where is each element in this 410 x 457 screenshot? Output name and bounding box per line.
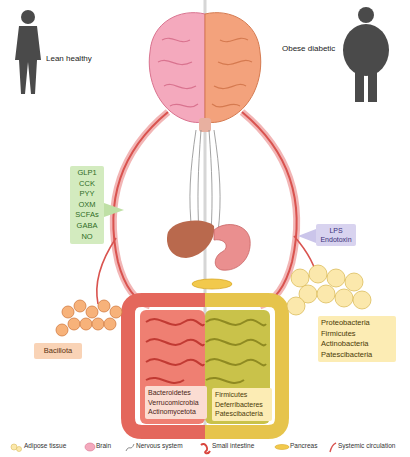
brain-right-hemisphere — [205, 13, 261, 123]
node-text: Bacteroidetes — [148, 388, 204, 398]
hormone-box: GLP1CCKPYYOXMSCFAsGABANO — [70, 166, 104, 244]
legend-icon — [11, 443, 336, 453]
obese-leg — [368, 68, 377, 102]
adipocyte — [327, 269, 345, 287]
adipocyte — [86, 306, 98, 318]
intestine-loops — [146, 319, 204, 383]
brain-stem — [199, 118, 211, 132]
large-intestine — [128, 300, 205, 432]
adipose-icon — [17, 447, 22, 452]
adipocyte — [92, 318, 104, 330]
node-text: NO — [73, 232, 101, 243]
signal-pointer — [104, 203, 124, 217]
node-text: Patescibacteria — [321, 350, 393, 361]
node-text: PYY — [73, 189, 101, 200]
brain-icon — [85, 443, 95, 451]
adipocyte — [287, 297, 305, 315]
toxin-box: LPSEndotoxin — [316, 224, 356, 246]
node-text: Bacillota — [37, 345, 79, 357]
adipocyte — [353, 291, 371, 309]
node-text: OXM — [73, 200, 101, 211]
legend-text: Small intestine — [212, 442, 254, 449]
bacteria-box: Bacillota — [34, 343, 82, 359]
adipocyte — [62, 306, 74, 318]
node-text: Proteobacteria — [321, 318, 393, 329]
bacteria-box: FirmicutesDeferribacteresPatescibacteria — [212, 388, 272, 421]
vessel-icon — [330, 443, 336, 452]
stomach — [214, 225, 250, 271]
obese-body — [343, 24, 389, 76]
blood-vessel — [97, 238, 116, 304]
node-text: Actinomycetota — [148, 407, 204, 417]
node-text: Actinobacteria — [321, 339, 393, 350]
node-text: Endotoxin — [319, 235, 353, 244]
node-text: CCK — [73, 179, 101, 190]
adipocyte — [345, 273, 363, 291]
obese-leg — [355, 68, 364, 102]
bacteria-box: ProteobacteriaFirmicutesActinobacteriaPa… — [318, 316, 396, 362]
group-label: Lean healthy — [46, 54, 92, 63]
liver — [167, 221, 214, 258]
node-text: Deferribacteres — [215, 400, 269, 410]
blood-vessel — [242, 112, 297, 306]
adipocyte — [74, 300, 86, 312]
node-text: Patescibacteria — [215, 409, 269, 419]
blood-vessel — [242, 112, 297, 306]
adipose-icon — [11, 444, 17, 450]
adipose-cells — [56, 300, 122, 336]
group-label: Obese diabetic — [282, 44, 335, 53]
node-text: Firmicutes — [215, 390, 269, 400]
legend-text: Brain — [96, 442, 111, 449]
signal-pointer — [298, 229, 316, 243]
adipocyte — [309, 265, 327, 283]
blood-vessel — [113, 112, 168, 306]
node-text: Firmicutes — [321, 329, 393, 340]
intestine-loops — [206, 319, 266, 383]
node-text: SCFAs — [73, 210, 101, 221]
intestine-icon — [201, 444, 210, 453]
adipocyte — [80, 318, 92, 330]
brain-left-hemisphere — [149, 13, 205, 123]
adipocyte — [291, 269, 309, 287]
adipocyte — [317, 285, 335, 303]
legend-text: Adipose tissue — [24, 442, 66, 449]
obese-head — [358, 7, 374, 23]
node-text: GLP1 — [73, 168, 101, 179]
large-intestine — [205, 300, 282, 432]
nerve-icon — [126, 444, 134, 451]
pancreas — [192, 279, 232, 289]
brain-gyri — [158, 38, 198, 107]
pancreas-icon — [275, 445, 289, 450]
legend-text: Systemic circulation — [338, 442, 395, 449]
adipocyte — [335, 289, 353, 307]
adipocyte — [56, 324, 68, 336]
node-text: Verrucomicrobia — [148, 398, 204, 408]
legend-text: Nervous system — [136, 442, 183, 449]
adipocyte — [104, 318, 116, 330]
node-text: LPS — [319, 226, 353, 235]
adipocyte — [98, 300, 110, 312]
adipocyte — [110, 306, 122, 318]
vagus-nerve — [190, 130, 220, 232]
legend-text: Pancreas — [290, 442, 317, 449]
blood-vessel — [113, 112, 168, 306]
lean-head — [21, 10, 35, 24]
adipocyte — [68, 318, 80, 330]
node-text: GABA — [73, 221, 101, 232]
bacteria-box: BacteroidetesVerrucomicrobiaActinomyceto… — [145, 386, 207, 419]
lean-body — [15, 26, 41, 94]
brain-gyri — [212, 38, 252, 107]
adipose-cells — [287, 265, 371, 315]
